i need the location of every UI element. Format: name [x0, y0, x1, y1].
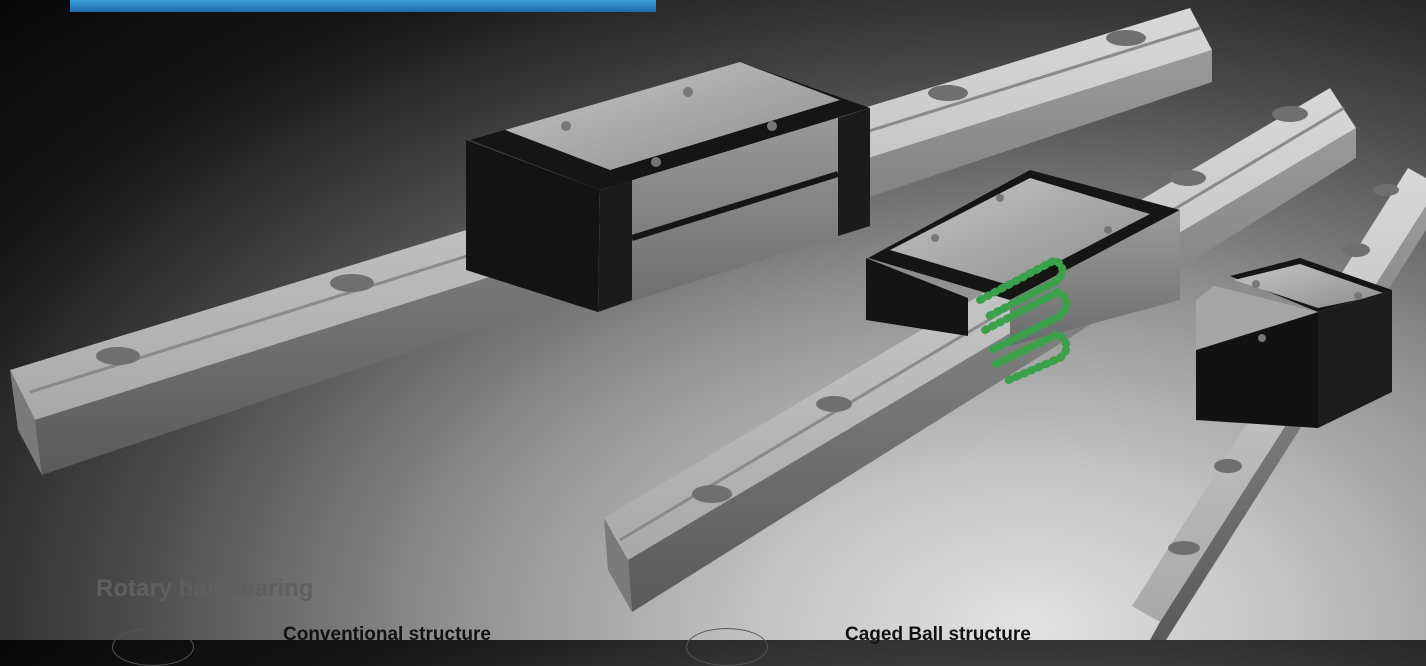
- caged-ball-structure-label: Caged Ball structure: [845, 624, 1031, 645]
- linear-guide-photo: [10, 8, 1426, 640]
- section-heading: Rotary ball bearing: [96, 575, 314, 602]
- guide-block-small: [1196, 258, 1392, 428]
- rotary-ball-bearing-diagram-icon: [686, 628, 768, 666]
- guide-block-large: [466, 62, 870, 312]
- top-banner-bar: [70, 0, 656, 12]
- guide-block-cutaway: [866, 170, 1180, 346]
- conventional-structure-label: Conventional structure: [283, 624, 491, 645]
- rotary-ball-bearing-diagram-icon: [112, 628, 194, 666]
- caged-ball-retainer: [976, 255, 1071, 386]
